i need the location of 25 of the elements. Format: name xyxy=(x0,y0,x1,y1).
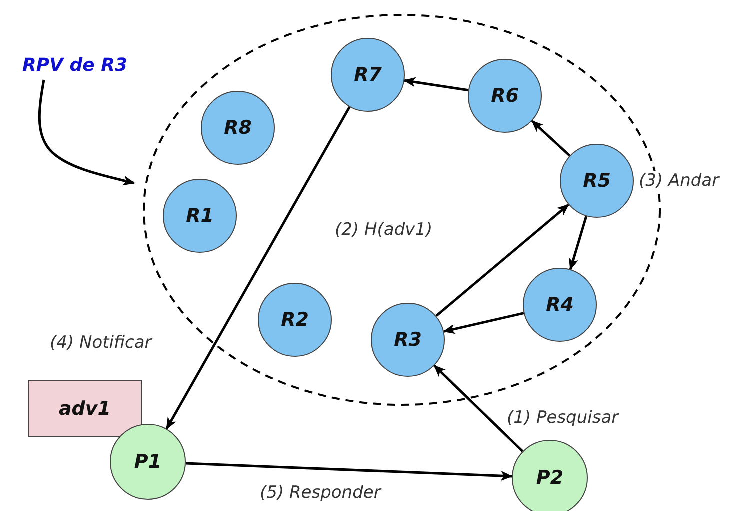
arrow xyxy=(443,312,524,334)
edge-label: (4) Notificar xyxy=(48,333,154,353)
label-box: adv1 xyxy=(28,380,142,437)
node-circle: R8 xyxy=(201,91,275,165)
node-circle: R4 xyxy=(523,268,597,342)
node-circle: P2 xyxy=(512,440,588,511)
node-circle: R2 xyxy=(258,283,332,357)
edge-label: (5) Responder xyxy=(258,483,383,503)
arrow xyxy=(531,120,571,157)
arrow xyxy=(166,106,351,430)
step-label: (3) Andar xyxy=(637,171,722,191)
arrow xyxy=(568,216,588,270)
node-circle: R5 xyxy=(560,144,634,218)
node-circle: R6 xyxy=(468,59,542,133)
arrow xyxy=(186,462,514,482)
arrow xyxy=(434,364,524,452)
arrow xyxy=(38,80,136,186)
node-circle: R1 xyxy=(163,179,237,253)
arrow xyxy=(404,77,469,92)
node-circle: R3 xyxy=(371,303,445,377)
annotation-text: RPV de R3 xyxy=(12,52,138,78)
node-circle: P1 xyxy=(110,424,186,500)
arrow xyxy=(436,204,570,318)
node-circle: R7 xyxy=(331,38,405,112)
edge-label: (1) Pesquisar xyxy=(505,408,621,428)
